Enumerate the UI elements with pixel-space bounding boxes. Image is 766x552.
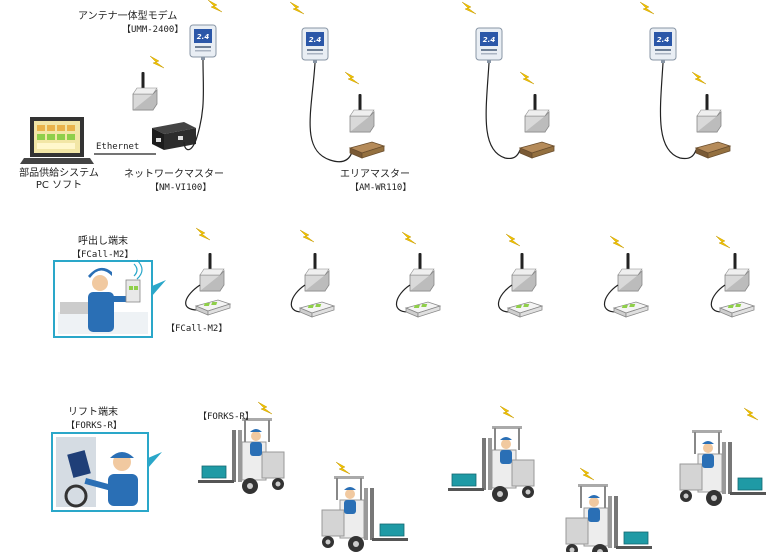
pc-subtitle: PC ソフト: [35, 180, 83, 191]
lift-title: リフト端末: [68, 407, 118, 418]
network-master-model: 【NM-VI100】: [150, 183, 212, 193]
network-master-device: [152, 122, 196, 150]
call-title: 呼出し端末: [78, 236, 128, 247]
call-terminal-illustration: [53, 259, 166, 338]
lift-terminal-illustration: [51, 432, 162, 512]
modem-group-4: [639, 1, 731, 160]
forklift-5: [679, 407, 766, 507]
call-terminals-row: [185, 227, 755, 318]
pc-title: 部品供給システム: [19, 168, 99, 179]
modem-group-2: [289, 1, 385, 163]
forklift-2: [321, 461, 409, 552]
modem-group-3: [461, 1, 555, 160]
forklift-label: 【FORKS-R】: [198, 412, 254, 422]
network-master-label: ネットワークマスター: [124, 169, 224, 180]
call-device-label: 【FCall-M2】: [166, 324, 228, 334]
modem-1: [189, 24, 217, 61]
forklift-3: [447, 405, 535, 503]
modem-model: 【UMM-2400】: [122, 25, 184, 35]
lift-model: 【FORKS-R】: [66, 421, 122, 431]
ethernet-label: Ethernet: [96, 142, 140, 152]
call-model: 【FCall-M2】: [72, 250, 134, 260]
forklift-4: [565, 467, 653, 552]
modem-title: アンテナ一体型モデム: [78, 11, 178, 22]
laptop-pc: [20, 117, 94, 164]
area-master-label: エリアマスター: [340, 169, 410, 180]
area-master-model: 【AM-WR110】: [350, 183, 412, 193]
